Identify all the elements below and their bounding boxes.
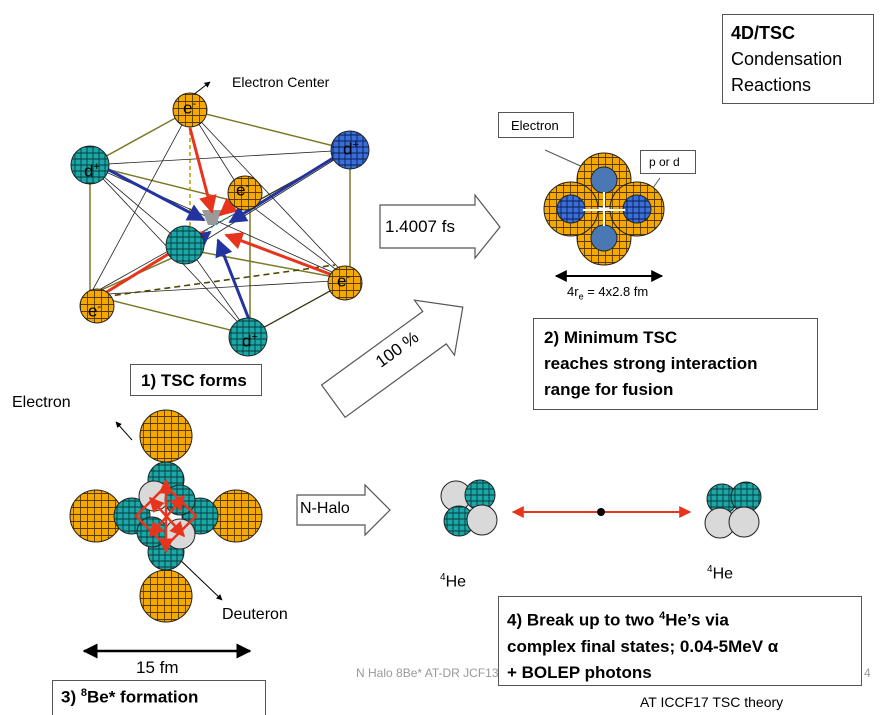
he4-breakup: [440, 479, 762, 539]
step3-label: 3) 8Be* formation: [52, 680, 266, 715]
step4-line2: complex final states; 0.04-5MeV α: [507, 636, 779, 656]
step2-line2: reaches strong interaction: [544, 354, 758, 373]
title-line3: Reactions: [731, 75, 812, 95]
cube-deuteron-label: d+: [242, 331, 258, 351]
electron-center-label: Electron Center: [232, 74, 330, 90]
he4-right-label: 4He: [707, 564, 734, 583]
step1-label: 1) TSC forms: [130, 364, 262, 396]
be8-electron-label: Electron: [12, 394, 71, 411]
step2-box: 2) Minimum TSC reaches strong interactio…: [533, 318, 818, 410]
cube-electron-label: e-: [88, 301, 102, 321]
be8-red-arrows: [134, 478, 198, 554]
center-arrowhead: [202, 210, 222, 225]
step2-line3: range for fusion: [544, 380, 674, 399]
be8-cluster: [69, 409, 263, 659]
time-label: 1.4007 fs: [385, 217, 455, 236]
he4-left-label: 4He: [440, 572, 467, 591]
blue-arrows: [104, 153, 339, 323]
electron-particle: [172, 92, 208, 128]
cube-electron-label: e-: [337, 271, 351, 291]
title-line1: 4D/TSC: [731, 23, 796, 43]
step4-line1: 4) Break up to two 4He’s via: [507, 610, 729, 630]
step4-box: 4) Break up to two 4He’s via complex fin…: [498, 596, 862, 686]
be8-deuteron-label: Deuteron: [222, 606, 288, 623]
be8-size-label: 15 fm: [136, 658, 179, 677]
deuteron-particle: [70, 145, 110, 185]
pd-callout: p or d: [640, 150, 696, 174]
footer-center: N Halo 8Be* AT-DR JCF13: [356, 666, 499, 680]
cube-electron-label: e-: [236, 180, 250, 200]
page-number: 4: [864, 666, 871, 680]
size-label: 4re = 4x2.8 fm: [567, 284, 649, 302]
footer-right: AT ICCF17 TSC theory: [640, 694, 784, 710]
nhalo-arrow: [296, 483, 391, 537]
electron-particle: [79, 288, 115, 324]
title-box: 4D/TSC Condensation Reactions: [722, 14, 874, 104]
title-line2: Condensation: [731, 49, 843, 69]
min-tsc-cluster: [543, 149, 665, 282]
deuteron-particle: [330, 130, 370, 170]
cube-deuteron-label: d+: [84, 161, 100, 181]
he4-left: [440, 479, 498, 537]
step4-line3: + BOLEP photons: [507, 662, 652, 682]
electron-callout: Electron: [498, 112, 574, 138]
percent-arrow: [320, 299, 464, 419]
cube-deuteron-label: d+: [343, 139, 359, 159]
electron-particle: [227, 175, 263, 211]
cube-electron-label: e-: [183, 98, 197, 118]
step2-line1: 2) Minimum TSC: [544, 328, 678, 347]
deuteron-particle: [165, 225, 205, 265]
he4-right: [704, 481, 762, 539]
nhalo-label: N-Halo: [300, 500, 350, 517]
time-arrow: [379, 193, 501, 260]
tsc-cube: [70, 81, 370, 357]
electron-particle: [327, 265, 363, 301]
cube-particles: [70, 92, 370, 357]
deuteron-particle: [228, 317, 268, 357]
